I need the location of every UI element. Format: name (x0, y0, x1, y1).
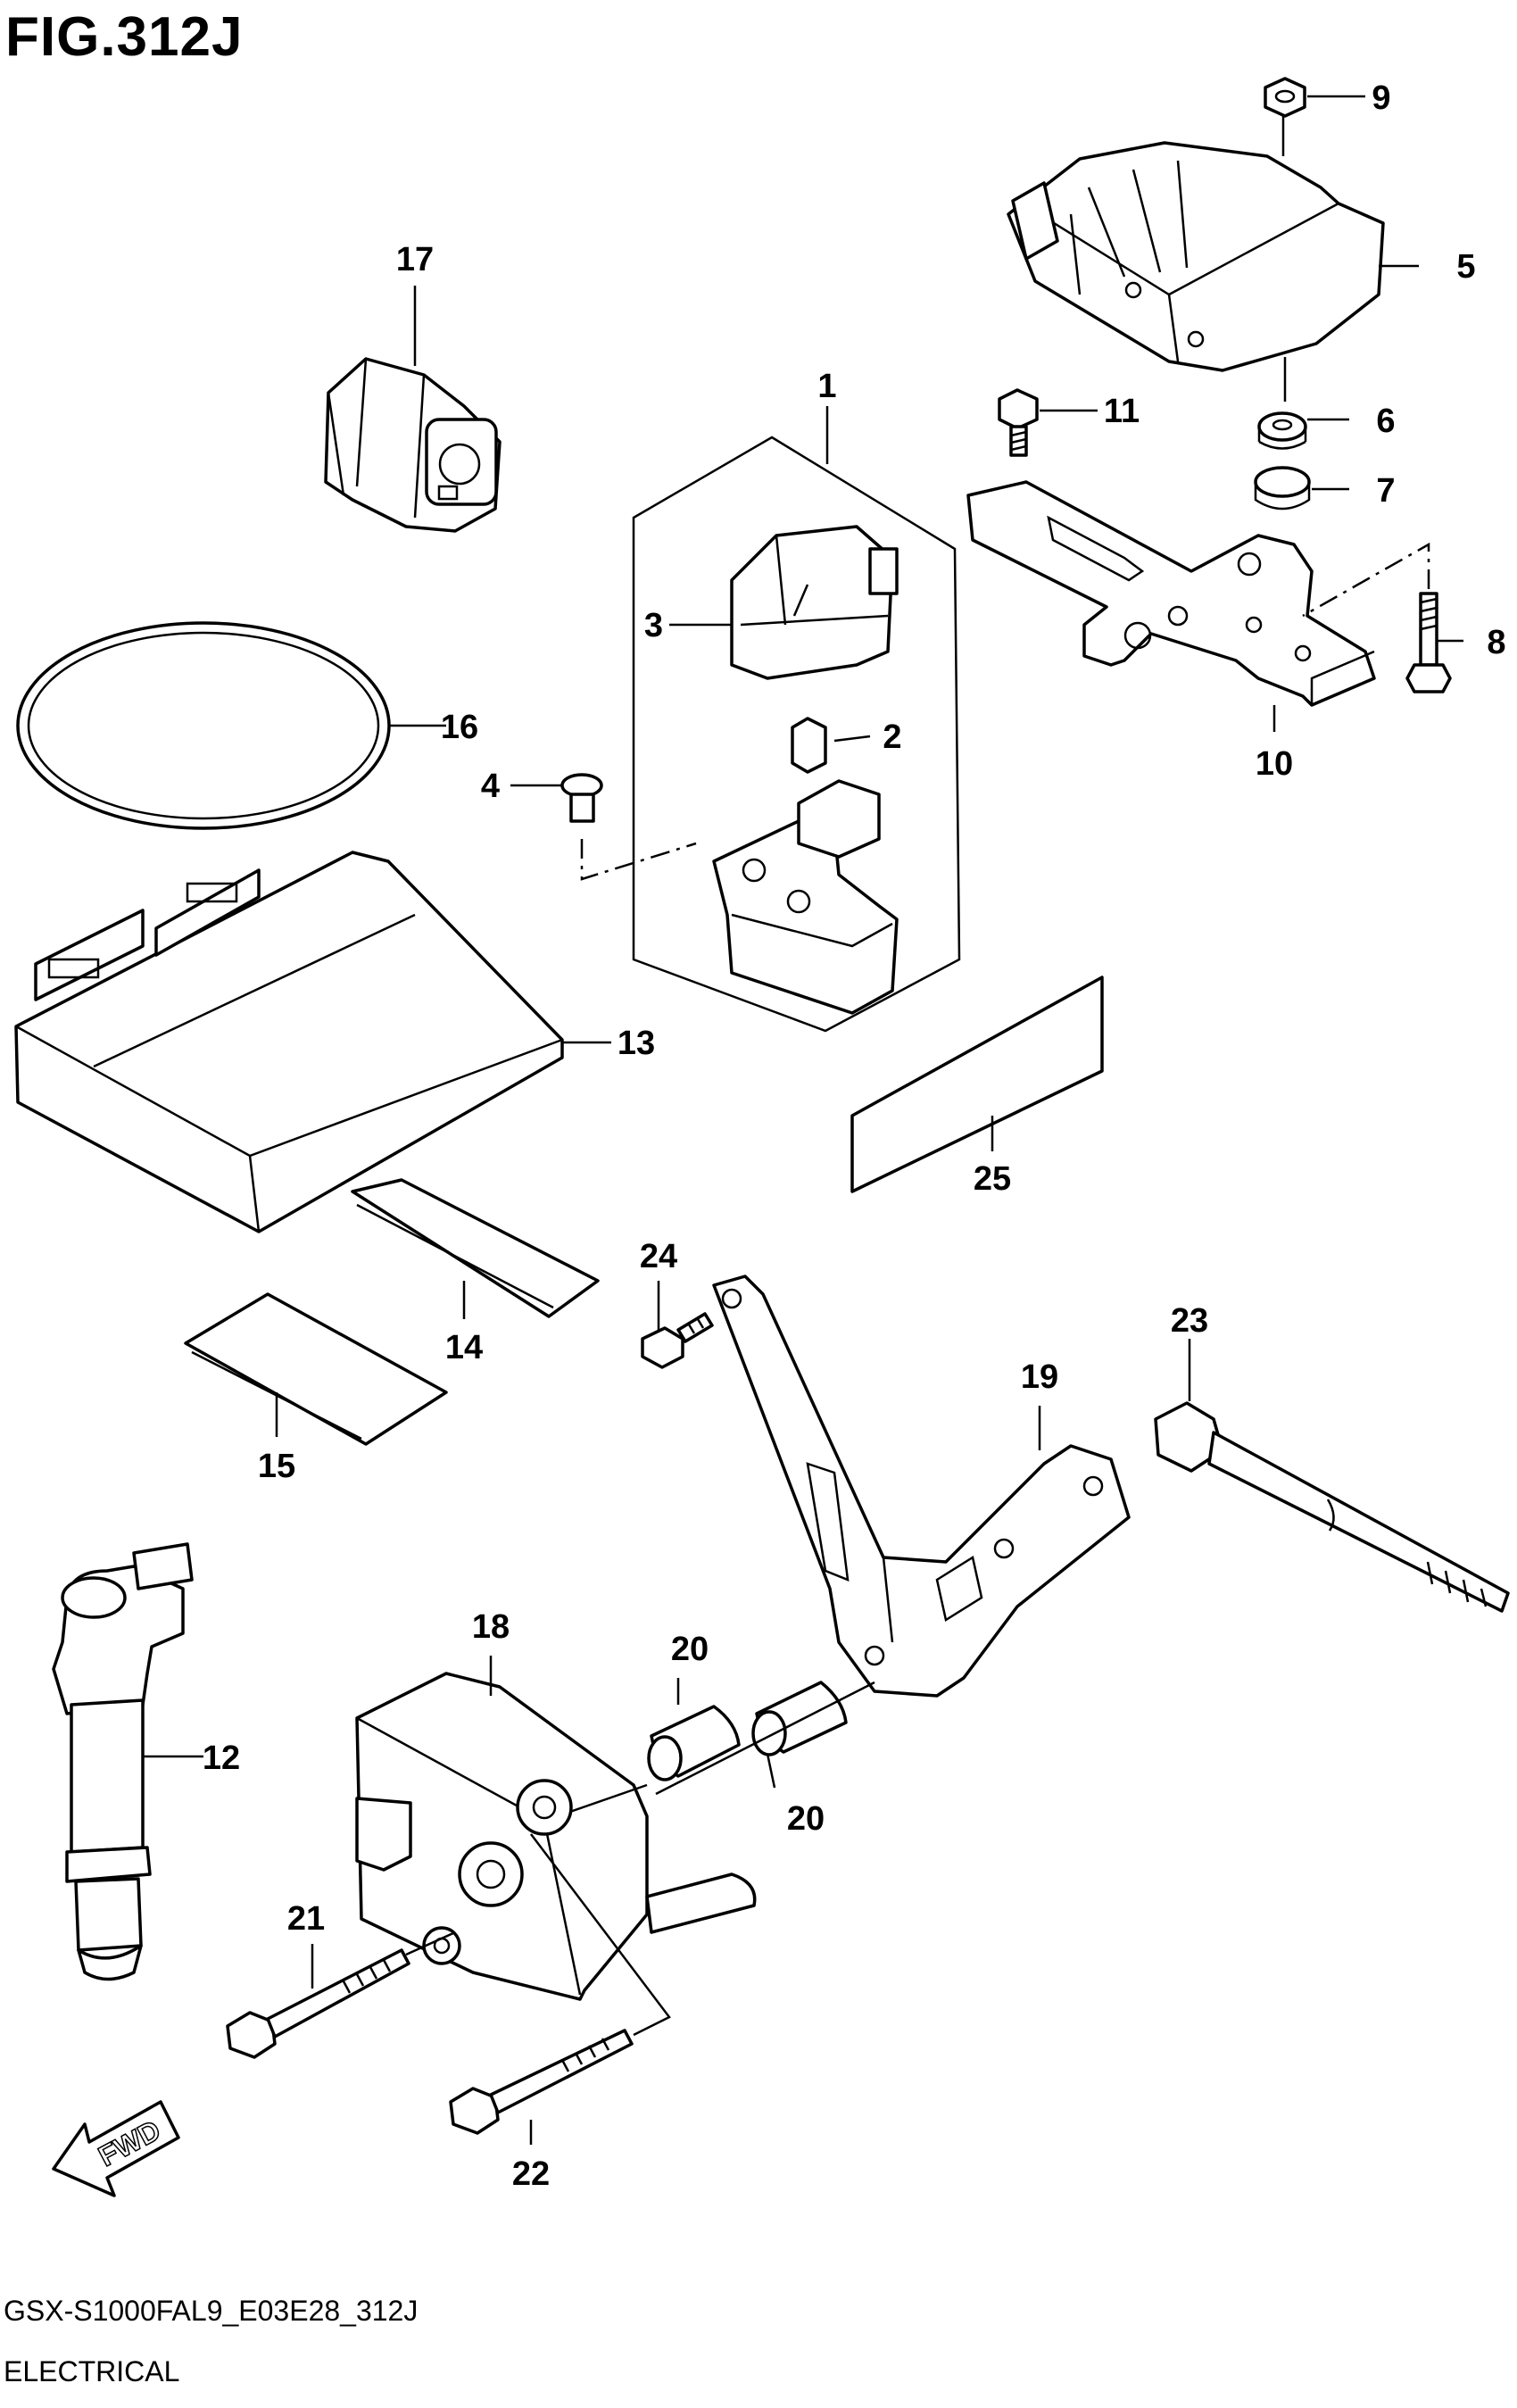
figure-title: FIG.312J (5, 6, 243, 68)
part-24-bolt (641, 1312, 714, 1369)
model-code: GSX-S1000FAL9_E03E28_312J (4, 2295, 418, 2327)
callout-3: 3 (644, 607, 663, 644)
callout-9: 9 (1372, 79, 1390, 117)
part-1-starter-relay-group (632, 436, 961, 1033)
callout-16: 16 (441, 709, 478, 746)
part-5-regulator-rectifier (1007, 141, 1385, 372)
starter-relay-body (712, 779, 899, 1015)
callout-14: 14 (445, 1329, 483, 1366)
part-19-bracket (712, 1275, 1131, 1698)
callout-24: 24 (640, 1238, 677, 1275)
part-18-sensor (355, 1672, 757, 2001)
callout-11: 11 (1104, 393, 1140, 430)
callout-10: 10 (1256, 745, 1293, 783)
section-name: ELECTRICAL (4, 2355, 179, 2387)
callout-19: 19 (1021, 1358, 1058, 1396)
callout-22: 22 (512, 2155, 550, 2193)
callout-15: 15 (258, 1448, 295, 1485)
callout-12: 12 (203, 1740, 240, 1777)
leader-lines (143, 95, 1463, 2145)
part-11-bolt (998, 388, 1039, 457)
callout-labels: 1 2 3 4 5 6 7 8 9 10 11 12 13 14 15 16 1… (203, 79, 1506, 2193)
fwd-direction-arrow: FWD (52, 2100, 180, 2197)
part-4-screw (560, 773, 697, 881)
callout-13: 13 (618, 1025, 655, 1062)
part-3-relay-cap (730, 525, 899, 680)
part-9-nut (1264, 77, 1306, 118)
part-8-bolt (1302, 542, 1452, 693)
part-20-spacer-a (647, 1705, 741, 1781)
spacer-align-line (655, 1681, 875, 1796)
part-15-label (184, 1292, 448, 1446)
part-13-ecm-unit (14, 851, 564, 1233)
part-20-spacer-b (751, 1681, 848, 1756)
callout-1: 1 (817, 368, 836, 405)
part-25-label (850, 976, 1104, 1193)
part-14-label (351, 1178, 600, 1318)
part-17-connector (324, 357, 502, 533)
part-23-cable-tie (1154, 1401, 1510, 1613)
part-10-bracket (966, 480, 1376, 707)
callout-8: 8 (1487, 624, 1505, 661)
callout-21: 21 (287, 1900, 325, 1938)
callout-6: 6 (1376, 403, 1395, 440)
callout-18: 18 (472, 1608, 510, 1646)
part-6-washer (1257, 411, 1307, 450)
callout-20-b: 20 (787, 1800, 825, 1838)
part-21-bolt (226, 1931, 456, 2059)
part-22-bolt (449, 1833, 671, 2135)
part-7-grommet (1254, 466, 1311, 511)
callout-23: 23 (1171, 1302, 1208, 1340)
part-12-ignition-coil (52, 1542, 194, 1981)
callout-2: 2 (883, 718, 901, 756)
callout-17: 17 (396, 241, 434, 278)
part-2-fuse (791, 717, 827, 774)
callout-20-a: 20 (671, 1631, 709, 1668)
part-16-o-ring (16, 621, 391, 830)
callout-7: 7 (1376, 472, 1395, 510)
callout-4: 4 (481, 768, 500, 805)
callout-5: 5 (1456, 248, 1475, 286)
callout-25: 25 (974, 1160, 1011, 1198)
